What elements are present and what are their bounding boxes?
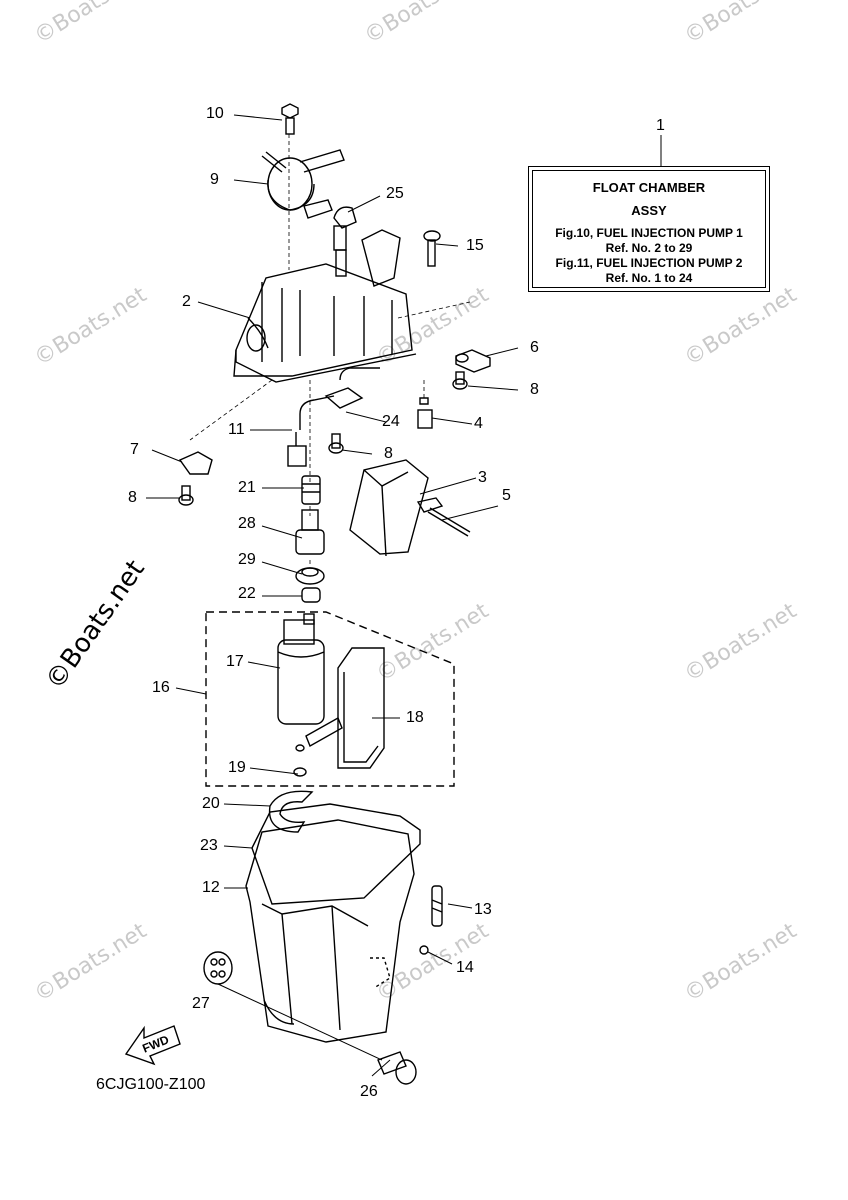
part-6-clip	[455, 349, 491, 373]
diagram-code: 6CJG100-Z100	[96, 1076, 206, 1093]
ref-line: Fig.10, FUEL INJECTION PUMP 1	[555, 226, 743, 240]
callout-18: 18	[406, 709, 424, 726]
part-18-filter	[305, 647, 385, 769]
part-17-pump	[277, 613, 325, 725]
part-9-regulator	[261, 149, 345, 219]
part-10-bolt	[281, 103, 299, 135]
ref-line: Ref. No. 1 to 24	[605, 271, 693, 285]
ref-title: FLOAT CHAMBER	[592, 180, 706, 195]
ref-line: Ref. No. 2 to 29	[605, 241, 693, 255]
callout-23: 23	[200, 837, 218, 854]
callout-24: 24	[382, 413, 400, 430]
part-25	[333, 206, 357, 277]
part-29	[295, 567, 325, 585]
callout-17: 17	[226, 653, 244, 670]
part-27	[203, 951, 233, 985]
callout-7: 7	[130, 441, 139, 458]
callout-6: 6	[530, 339, 539, 356]
part-20-clip	[268, 790, 314, 833]
ref-line: Fig.11, FUEL INJECTION PUMP 2	[555, 256, 743, 270]
callout-10: 10	[206, 105, 224, 122]
callout-8: 8	[384, 445, 393, 462]
callout-20: 20	[202, 795, 220, 812]
callout-29: 29	[238, 551, 256, 568]
callout-14: 14	[456, 959, 474, 976]
part-14-ring	[419, 945, 429, 955]
ref-subtitle: ASSY	[631, 203, 667, 218]
part-8-screw	[452, 371, 468, 390]
part-5-pin	[427, 507, 471, 537]
callout-11: 11	[228, 421, 245, 438]
part-19-oring	[293, 744, 307, 777]
part-2-cover	[233, 229, 417, 383]
guide-lines	[189, 134, 471, 566]
callout-19: 19	[228, 759, 246, 776]
callout-5: 5	[502, 487, 511, 504]
callout-15: 15	[466, 237, 484, 254]
callout-8: 8	[128, 489, 137, 506]
part-7-pad	[178, 451, 213, 475]
part-21	[301, 475, 321, 505]
part-26	[377, 1051, 417, 1085]
part-24-bracket	[324, 367, 380, 409]
part-3-cover	[349, 459, 444, 557]
part-23-gasket	[251, 803, 421, 905]
part-8-screw	[178, 485, 194, 506]
callout-9: 9	[210, 171, 219, 188]
reference-box: FLOAT CHAMBER ASSY Fig.10, FUEL INJECTIO…	[528, 166, 770, 292]
part-4-fitting	[417, 397, 433, 429]
callout-13: 13	[474, 901, 492, 918]
callout-12: 12	[202, 879, 220, 896]
callout-26: 26	[360, 1083, 378, 1100]
part-22	[301, 587, 321, 603]
callout-4: 4	[474, 415, 483, 432]
callout-22: 22	[238, 585, 256, 602]
callout-27: 27	[192, 995, 210, 1012]
leader-lines	[146, 114, 662, 1077]
callout-8: 8	[530, 381, 539, 398]
part-13	[431, 885, 443, 927]
callout-25: 25	[386, 185, 404, 202]
callout-2: 2	[182, 293, 191, 310]
callout-21: 21	[238, 479, 256, 496]
part-16-box	[205, 611, 455, 787]
part-12-chamber	[245, 819, 415, 1043]
callout-1: 1	[656, 117, 665, 134]
part-11-harness	[287, 395, 335, 467]
fwd-arrow-icon	[124, 1025, 181, 1066]
callout-16: 16	[152, 679, 170, 696]
part-8-screw	[328, 433, 344, 454]
part-15-screw	[423, 230, 441, 267]
part-28	[295, 509, 325, 555]
callout-3: 3	[478, 469, 487, 486]
callout-28: 28	[238, 515, 256, 532]
